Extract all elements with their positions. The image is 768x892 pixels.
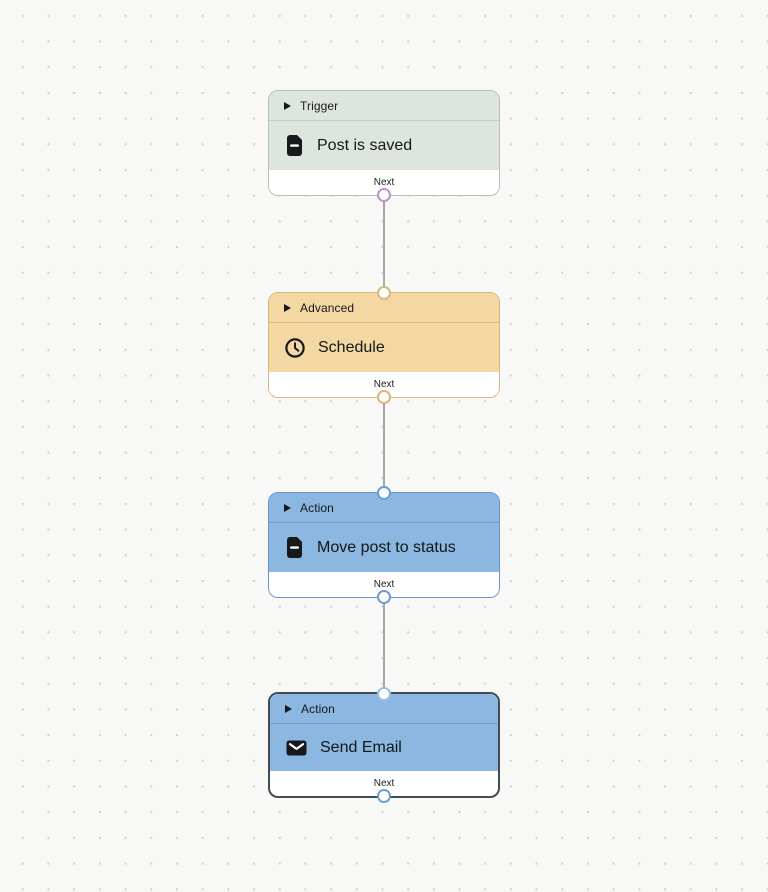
output-handle[interactable] [377,390,391,404]
input-handle[interactable] [377,486,391,500]
node-header: Trigger [269,91,499,121]
output-handle[interactable] [377,590,391,604]
node-advanced-schedule[interactable]: Advanced Schedule Next [268,286,500,404]
next-port-label: Next [373,778,395,789]
node-body: Move post to status [269,523,499,572]
connector-line [383,397,385,492]
envelope-icon [286,740,307,756]
output-handle[interactable] [377,789,391,803]
triangle-right-icon[interactable] [284,503,291,512]
input-handle[interactable] [377,687,391,701]
node-title: Post is saved [317,136,413,154]
input-handle[interactable] [377,286,391,300]
node-category-label: Advanced [300,300,355,315]
connector-line [383,597,385,692]
document-icon [285,135,304,156]
node-title: Schedule [318,338,385,356]
node-body: Post is saved [269,121,499,170]
triangle-right-icon[interactable] [285,704,292,713]
next-port-label: Next [373,379,395,390]
node-trigger-post-is-saved[interactable]: Trigger Post is saved Next [268,90,500,202]
triangle-right-icon[interactable] [284,303,291,312]
node-category-label: Trigger [300,98,339,113]
clock-icon [285,337,305,358]
node-body: Send Email [270,724,498,771]
node-title: Move post to status [317,538,456,556]
connector-line [383,197,385,292]
output-handle[interactable] [377,188,391,202]
triangle-right-icon[interactable] [284,101,291,110]
node-category-label: Action [300,500,334,515]
node-body: Schedule [269,323,499,372]
node-action-move-post-to-status[interactable]: Action Move post to status Next [268,486,500,604]
next-port-label: Next [373,579,395,590]
node-action-send-email[interactable]: Action Send Email Next [268,687,500,803]
node-title: Send Email [320,738,402,756]
node-category-label: Action [301,701,335,716]
next-port-label: Next [373,177,395,188]
document-icon [285,537,304,558]
